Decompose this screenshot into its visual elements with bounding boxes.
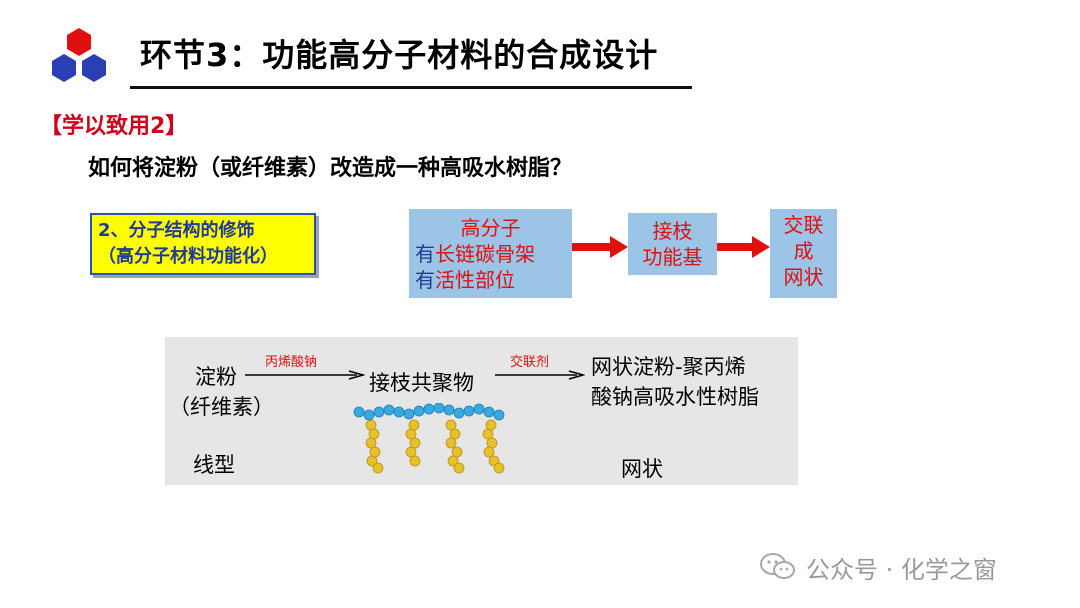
reaction-figure: 淀粉 （纤维素） 丙烯酸钠 接枝共聚物 交联剂 网状淀粉-聚丙烯 酸钠高吸水性树… bbox=[165, 337, 798, 485]
flow-box-2-line-1: 接枝 bbox=[652, 219, 693, 243]
watermark-text: 公众号 · 化学之窗 bbox=[806, 556, 997, 584]
reagent-2-label: 交联剂 bbox=[510, 355, 550, 370]
flow-box-2-line-2: 功能基 bbox=[642, 245, 703, 269]
flow-box-graft: 接枝 功能基 bbox=[628, 213, 717, 275]
note-box: 2、分子结构的修饰 （高分子材料功能化） bbox=[90, 213, 316, 275]
flow-arrow-1-icon bbox=[572, 236, 628, 258]
flow-box-1-line-1: 高分子 bbox=[460, 216, 521, 240]
product-line-1: 网状淀粉-聚丙烯 bbox=[591, 355, 746, 379]
flow-box-1-line-2: 有长链碳骨架 bbox=[415, 242, 535, 266]
product-line-2: 酸钠高吸水性树脂 bbox=[591, 385, 759, 409]
reaction-arrow-2-icon bbox=[495, 370, 585, 380]
reaction-arrow-1-icon bbox=[245, 370, 365, 380]
starch-label: 淀粉 bbox=[195, 365, 237, 389]
wechat-icon bbox=[760, 553, 795, 579]
flow-box-polymer: 高分子 有长链碳骨架 有活性部位 bbox=[409, 209, 572, 298]
flow-box-3-line-1: 交联 bbox=[783, 213, 824, 237]
note-line-1: 2、分子结构的修饰 bbox=[98, 220, 255, 241]
flow-box-3-line-3: 网状 bbox=[783, 265, 824, 289]
hexagon-logo-icon bbox=[52, 28, 106, 82]
section-tag: 【学以致用2】 bbox=[40, 114, 188, 139]
graft-copolymer-beads-icon bbox=[353, 403, 505, 474]
question-text: 如何将淀粉（或纤维素）改造成一种高吸水树脂？ bbox=[88, 156, 573, 181]
reagent-1-label: 丙烯酸钠 bbox=[265, 355, 318, 370]
cellulose-label: （纤维素） bbox=[169, 395, 274, 419]
page-title: 环节3：功能高分子材料的合成设计 bbox=[140, 36, 659, 74]
flow-box-crosslink: 交联 成 网状 bbox=[770, 209, 837, 298]
network-label: 网状 bbox=[621, 457, 663, 481]
graft-copolymer-label: 接枝共聚物 bbox=[369, 371, 474, 395]
title-underline bbox=[130, 86, 692, 89]
flow-box-1-line-3: 有活性部位 bbox=[415, 268, 515, 292]
flow-arrow-2-icon bbox=[717, 236, 770, 258]
flow-box-3-line-2: 成 bbox=[793, 239, 814, 263]
linear-label: 线型 bbox=[193, 453, 235, 477]
note-line-2: （高分子材料功能化） bbox=[98, 246, 278, 267]
